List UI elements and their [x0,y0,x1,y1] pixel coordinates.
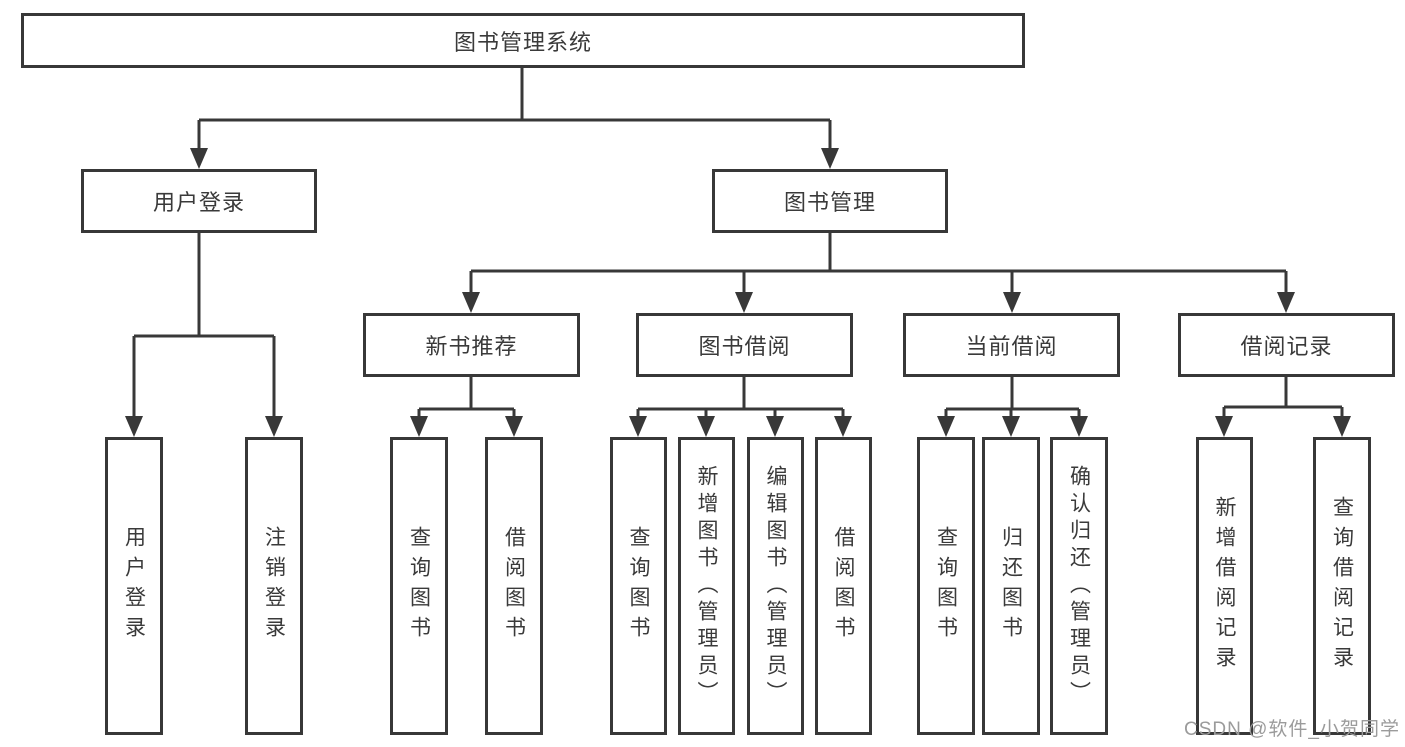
leaf-confirm-return-admin: 确认归还（管理员） [1050,437,1108,735]
node-label: 查询图书 [934,526,958,646]
node-label: 查询图书 [627,526,650,646]
node-label: 借阅记录 [1240,334,1333,359]
node-label: 查询借阅记录 [1330,496,1354,676]
arrowhead-icons [125,148,1351,437]
connector-root-to-level2 [197,68,832,149]
node-label: 编辑图书（管理员） [764,464,787,708]
leaf-return-books: 归还图书 [982,437,1040,735]
node-label: 借阅图书 [502,526,526,646]
csdn-watermark: CSDN @软件_小贺同学 [1184,719,1400,740]
node-book-management: 图书管理 [712,169,948,233]
node-library-management-system: 图书管理系统 [21,13,1025,68]
node-label: 用户登录 [152,190,245,215]
leaf-query-books-recommend: 查询图书 [390,437,448,735]
leaf-query-books-current: 查询图书 [917,437,975,735]
leaf-query-borrow-record: 查询借阅记录 [1313,437,1371,735]
connector-new-book-children [417,377,516,417]
node-label: 新书推荐 [425,334,518,359]
node-label: 确认归还（管理员） [1067,464,1091,708]
node-borrowing-records: 借阅记录 [1178,313,1395,377]
connector-book-borrow-children [636,377,845,417]
leaf-query-books-borrowing: 查询图书 [610,437,667,735]
leaf-edit-book-admin: 编辑图书（管理员） [747,437,804,735]
node-label: 新增借阅记录 [1213,496,1236,676]
leaf-add-borrow-record: 新增借阅记录 [1196,437,1253,735]
connector-current-borrow-children [944,377,1081,417]
node-book-borrowing: 图书借阅 [636,313,853,377]
leaf-add-book-admin: 新增图书（管理员） [678,437,735,735]
node-label: 图书借阅 [698,334,791,359]
leaf-borrow-books-recommend: 借阅图书 [485,437,543,735]
connector-user-login-children [132,233,276,417]
connector-book-mgmt-children [469,233,1288,293]
node-label: 用户登录 [122,526,146,646]
leaf-user-login: 用户登录 [105,437,163,735]
node-label: 新增图书（管理员） [695,464,718,708]
node-label: 图书管理系统 [453,29,592,55]
leaf-borrow-books-borrowing: 借阅图书 [815,437,872,735]
node-label: 图书管理 [783,190,876,215]
node-label: 借阅图书 [832,526,855,646]
node-label: 归还图书 [999,526,1023,646]
node-user-login: 用户登录 [81,169,317,233]
node-label: 查询图书 [407,526,431,646]
leaf-logout: 注销登录 [245,437,303,735]
connector-borrow-record-children [1222,377,1344,417]
node-current-borrowing: 当前借阅 [903,313,1120,377]
node-label: 注销登录 [262,526,286,646]
node-new-book-recommend: 新书推荐 [363,313,580,377]
node-label: 当前借阅 [965,334,1058,359]
connector-paths [132,68,1344,417]
